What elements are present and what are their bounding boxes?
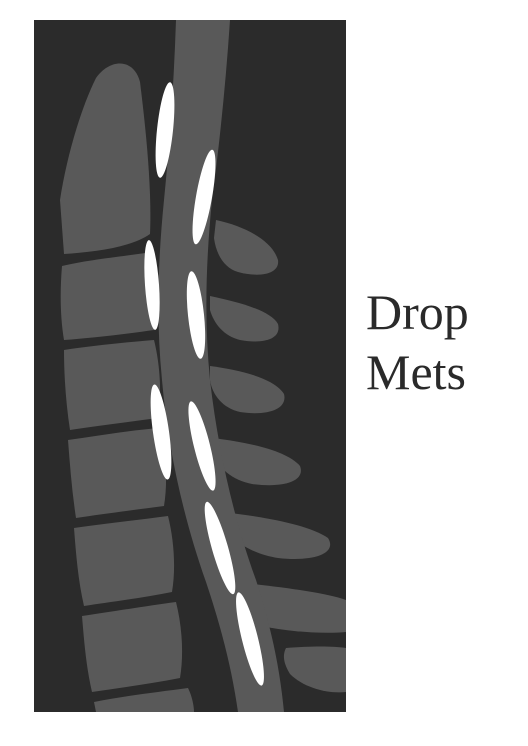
spine-diagram xyxy=(34,20,346,712)
drop-met-lesion-7 xyxy=(204,501,236,595)
vertebral-body-c2 xyxy=(60,63,151,254)
spinous-process-4 xyxy=(212,438,301,486)
vertebral-body-c3 xyxy=(60,252,157,340)
drop-met-lesion-3 xyxy=(144,240,160,330)
vertebral-body-c5 xyxy=(68,428,167,518)
spinous-process-1 xyxy=(214,220,279,275)
figure-caption: Drop Mets xyxy=(366,282,516,402)
caption-line-2: Mets xyxy=(366,344,466,400)
drop-met-lesion-5 xyxy=(150,384,172,480)
drop-met-lesion-6 xyxy=(188,401,216,491)
spinous-process-7 xyxy=(283,646,346,693)
spinous-process-5 xyxy=(222,512,331,560)
drop-metastases xyxy=(144,82,264,686)
posterior-elements xyxy=(210,220,346,693)
caption-line-1: Drop xyxy=(366,284,469,340)
drop-met-lesion-8 xyxy=(236,592,264,686)
vertebral-body-c7 xyxy=(82,602,183,692)
drop-met-lesion-1 xyxy=(155,82,175,178)
spinous-process-2 xyxy=(210,296,279,342)
vertebral-body-c6 xyxy=(74,516,175,606)
drop-met-lesion-4 xyxy=(186,271,206,359)
spinal-cord xyxy=(158,20,284,712)
vertebral-bodies xyxy=(60,63,194,712)
spine-diagram-svg xyxy=(34,20,346,712)
drop-met-lesion-2 xyxy=(192,149,216,245)
vertebral-body-t1 xyxy=(94,688,194,712)
vertebral-body-c4 xyxy=(64,340,161,430)
spinous-process-3 xyxy=(210,366,285,414)
